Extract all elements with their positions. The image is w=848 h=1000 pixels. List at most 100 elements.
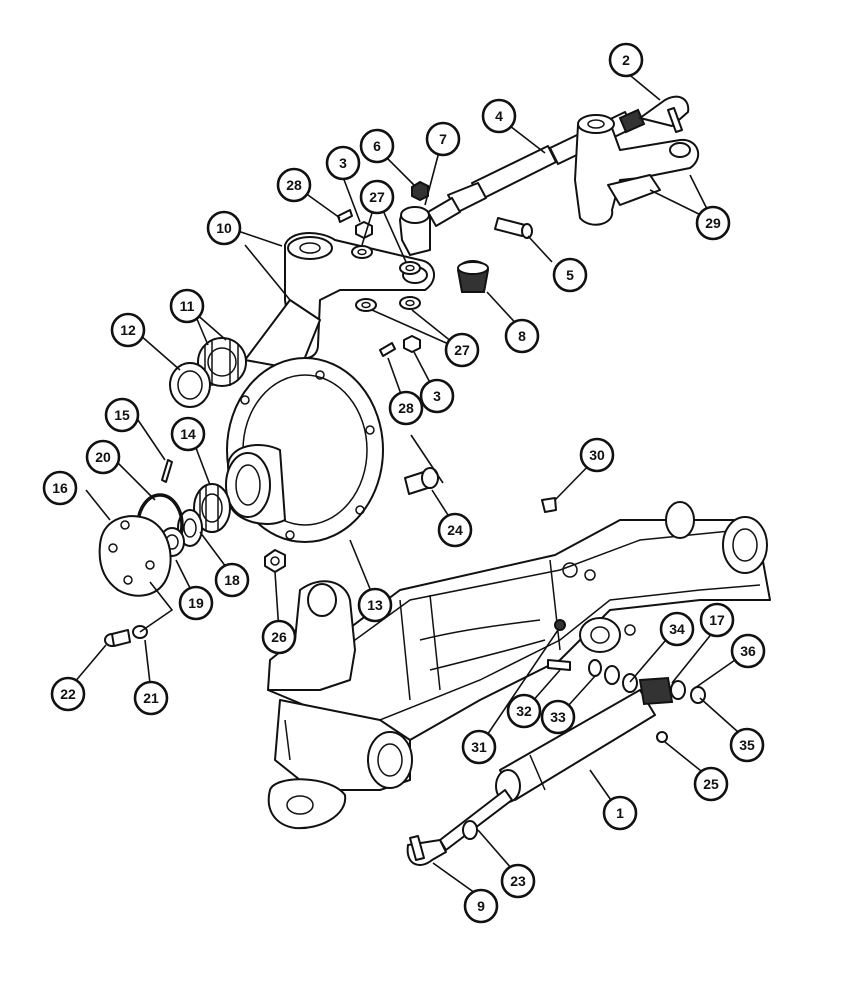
callout: 29 — [695, 205, 731, 241]
split-pin-15 — [161, 459, 173, 483]
svg-text:24: 24 — [447, 522, 463, 538]
callout: 16 — [42, 470, 78, 506]
hub-cap-16 — [98, 515, 172, 597]
callout: 5 — [552, 257, 588, 293]
callout: 11 — [169, 288, 205, 324]
svg-text:14: 14 — [180, 426, 196, 442]
callout: 32 — [506, 693, 542, 729]
svg-text:3: 3 — [339, 155, 347, 171]
nut-3-upper — [355, 221, 373, 239]
seal-parts-32-36 — [547, 659, 706, 706]
stub-axle-knuckle — [267, 580, 413, 830]
callout: 33 — [540, 699, 576, 735]
svg-text:1: 1 — [616, 805, 624, 821]
svg-text:25: 25 — [703, 776, 719, 792]
washers-27 — [351, 245, 421, 312]
svg-text:6: 6 — [373, 138, 381, 154]
callout: 36 — [730, 633, 766, 669]
svg-text:4: 4 — [495, 108, 503, 124]
svg-text:34: 34 — [669, 621, 685, 637]
hub-13 — [225, 357, 384, 543]
nut-26 — [264, 549, 286, 573]
svg-text:26: 26 — [271, 629, 287, 645]
cap-8 — [456, 260, 490, 293]
svg-text:20: 20 — [95, 449, 111, 465]
svg-text:13: 13 — [367, 597, 383, 613]
svg-text:22: 22 — [60, 686, 76, 702]
tie-rod-end-7 — [399, 182, 487, 256]
leader-cap-bolt — [139, 581, 174, 633]
svg-text:29: 29 — [705, 215, 721, 231]
svg-text:28: 28 — [398, 400, 414, 416]
bearing-11 — [197, 337, 247, 387]
callout: 13 — [357, 587, 393, 623]
callout: 25 — [693, 766, 729, 802]
callout: 14 — [170, 416, 206, 452]
callout: 21 — [133, 680, 169, 716]
callout: 18 — [214, 562, 250, 598]
callout: 26 — [261, 619, 297, 655]
svg-text:2: 2 — [622, 52, 630, 68]
axle-beam — [267, 501, 771, 741]
svg-text:15: 15 — [114, 407, 130, 423]
steering-cylinder-1 — [406, 689, 656, 866]
svg-text:31: 31 — [471, 739, 487, 755]
stud-24 — [404, 467, 439, 495]
svg-text:28: 28 — [286, 177, 302, 193]
callout: 9 — [463, 888, 499, 924]
callout: 15 — [104, 397, 140, 433]
callout: 10 — [206, 210, 242, 246]
callout: 1 — [602, 795, 638, 831]
callout: 28 — [388, 390, 424, 426]
race-12 — [169, 362, 211, 408]
svg-text:3: 3 — [433, 388, 441, 404]
callout: 22 — [50, 676, 86, 712]
callout: 30 — [579, 437, 615, 473]
nipple-25 — [656, 731, 668, 743]
tie-rod-end-2 — [639, 95, 690, 133]
bearing-14 — [193, 483, 231, 533]
bolt-28-upper — [337, 209, 353, 223]
callout: 3 — [419, 378, 455, 414]
svg-text:16: 16 — [52, 480, 68, 496]
svg-text:33: 33 — [550, 709, 566, 725]
steering-arm-10 — [244, 232, 435, 371]
callout: 2 — [608, 42, 644, 78]
svg-text:8: 8 — [518, 328, 526, 344]
svg-text:19: 19 — [188, 595, 204, 611]
callout: 17 — [699, 602, 735, 638]
callout: 24 — [437, 512, 473, 548]
svg-text:30: 30 — [589, 447, 605, 463]
plug-31 — [554, 619, 566, 631]
svg-text:32: 32 — [516, 703, 532, 719]
svg-text:36: 36 — [740, 643, 756, 659]
svg-text:23: 23 — [510, 873, 526, 889]
svg-text:21: 21 — [143, 690, 159, 706]
svg-text:9: 9 — [477, 898, 485, 914]
callout: 31 — [461, 729, 497, 765]
callout: 7 — [425, 121, 461, 157]
callout: 34 — [659, 611, 695, 647]
svg-text:27: 27 — [454, 342, 470, 358]
callout: 19 — [178, 585, 214, 621]
svg-text:5: 5 — [566, 267, 574, 283]
callout: 28 — [276, 167, 312, 203]
bolt-28-lower — [379, 342, 396, 357]
callout: 12 — [110, 312, 146, 348]
callout: 23 — [500, 863, 536, 899]
callout: 8 — [504, 318, 540, 354]
svg-text:10: 10 — [216, 220, 232, 236]
nut-3-lower — [403, 335, 421, 353]
bolt-22 — [104, 629, 131, 647]
bolt-5 — [494, 217, 533, 239]
callout: 4 — [481, 98, 517, 134]
callout: 6 — [359, 128, 395, 164]
svg-text:7: 7 — [439, 131, 447, 147]
grease-nipple-30 — [541, 497, 557, 513]
steering-arm-29 — [574, 114, 700, 226]
svg-text:17: 17 — [709, 612, 725, 628]
svg-text:27: 27 — [369, 189, 385, 205]
svg-text:12: 12 — [120, 322, 136, 338]
